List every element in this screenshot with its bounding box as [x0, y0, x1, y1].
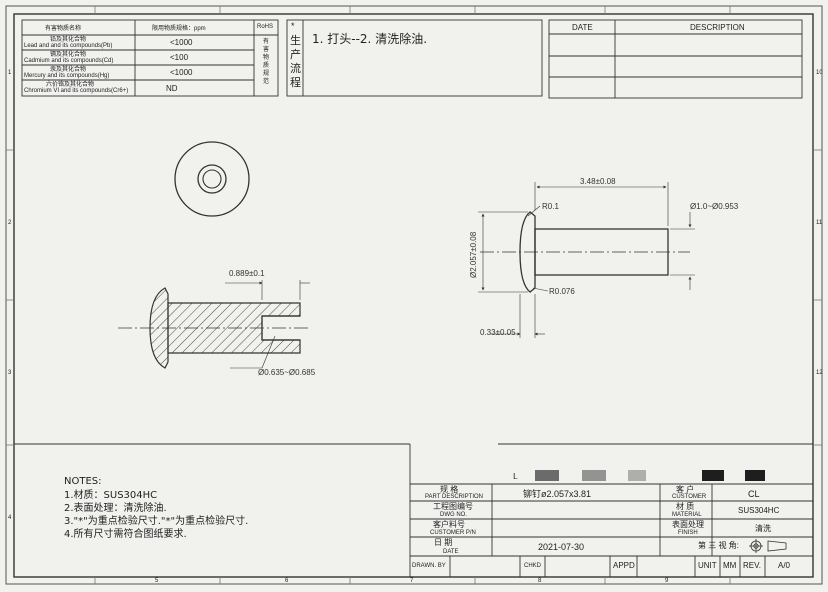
zone-mark-7: 7 — [410, 578, 414, 584]
dim-head-diameter: Ø2.057±0.08 — [469, 231, 478, 278]
projection-label: 第 三 视 角: — [698, 541, 739, 550]
rohs-header-rohs: RoHS — [257, 24, 274, 30]
rohs-row-2-limit: <100 — [170, 53, 189, 62]
notes-line-2: 2.表面处理：清洗除油. — [64, 503, 167, 514]
redacted-block-2 — [582, 470, 606, 481]
title-block-lines — [14, 443, 813, 577]
rohs-row-2-cn: 镉及其化合物 — [50, 52, 87, 58]
outer-border — [5, 5, 823, 585]
redacted-block-1 — [535, 470, 559, 481]
rohs-header-substance: 有害物质名称 — [45, 26, 82, 32]
customer-en: CUSTOMER — [672, 494, 707, 500]
zone-mark-4: 4 — [8, 515, 12, 521]
rohs-row-1-cn: 铅及其化合物 — [50, 37, 87, 43]
zone-mark-1: 1 — [8, 70, 12, 76]
finish-cn: 表面处理 — [672, 520, 704, 529]
approved-label: APPD — [613, 561, 635, 570]
top-view — [174, 141, 250, 217]
dim-fillet-radius: R0.076 — [549, 287, 575, 296]
rev-label: REV. — [743, 561, 761, 570]
unit-label: UNIT — [698, 561, 717, 570]
rohs-row-3-en: Mercury and its compounds(Hg) — [24, 73, 110, 79]
zone-mark-5: 5 — [155, 578, 159, 584]
rohs-row-4-en: Chromium VI and its compounds(Cr6+) — [24, 88, 129, 94]
dim-head-thickness: 0.33±0.05 — [480, 328, 516, 337]
rohs-row-3-limit: <1000 — [170, 68, 193, 77]
rohs-row-4-cn: 六价铬及其化合物 — [46, 82, 95, 88]
dwg-no-cn: 工程图编号 — [433, 502, 473, 511]
rohs-row-1-limit: <1000 — [170, 38, 193, 47]
process-text: 1. 打头--2. 清洗除油. — [312, 32, 428, 46]
redacted-block-4 — [702, 470, 724, 481]
zone-mark-3: 3 — [8, 370, 12, 376]
revision-date-header: DATE — [572, 23, 593, 32]
zone-mark-11: 11 — [816, 220, 823, 226]
rohs-table-lines — [21, 19, 279, 97]
redaction-mark: ᒪ — [513, 472, 518, 481]
revision-table-lines — [548, 19, 803, 99]
notes-title: NOTES: — [64, 476, 102, 487]
third-angle-projection-icon — [749, 539, 787, 553]
side-view — [478, 182, 695, 338]
dim-hole-diameter: Ø0.635~Ø0.685 — [258, 368, 316, 377]
redacted-block-3 — [628, 470, 646, 481]
material-en: MATERIAL — [672, 512, 702, 518]
customer-pn-cn: 客户料号 — [433, 520, 465, 529]
material-cn: 材 质 — [676, 502, 695, 511]
dwg-no-en: DWG NO. — [440, 512, 467, 518]
finish-value: 清洗 — [755, 524, 771, 533]
dim-length: 3.48±0.08 — [580, 177, 616, 186]
process-marker: * — [291, 21, 295, 31]
rohs-header-limit: 限用物质规格：ppm — [152, 26, 206, 32]
zone-ticks — [6, 6, 822, 584]
inner-border — [13, 13, 814, 578]
process-box-lines — [286, 19, 543, 97]
zone-mark-10: 10 — [816, 70, 823, 76]
section-view — [118, 280, 310, 369]
process-label: 生产流程 — [290, 34, 301, 89]
rev-value: A/0 — [778, 561, 791, 570]
zone-mark-8: 8 — [538, 578, 542, 584]
zone-mark-12: 12 — [816, 370, 823, 376]
dim-hole-depth: 0.889±0.1 — [229, 269, 265, 278]
revision-description-header: DESCRIPTION — [690, 23, 745, 32]
zone-mark-6: 6 — [285, 578, 289, 584]
dim-shank-diameter: Ø1.0~Ø0.953 — [690, 202, 739, 211]
customer-value: CL — [748, 489, 760, 499]
zone-mark-9: 9 — [665, 578, 669, 584]
notes-line-4: 4.所有尺寸需符合图纸要求. — [64, 529, 187, 540]
rohs-row-1-en: Lead and and its compounds(Pb) — [24, 43, 113, 49]
drawn-by-label: DRAWN. BY — [412, 563, 446, 569]
part-description-cn: 规 格 — [440, 485, 459, 494]
redacted-block-5 — [745, 470, 765, 481]
date-cn: 日 期 — [434, 538, 453, 547]
material-value: SUS304HC — [738, 506, 780, 515]
part-description-en: PART DESCRIPTION — [425, 494, 484, 500]
finish-en: FINISH — [678, 530, 698, 536]
rohs-status: 有害物质规范 — [263, 39, 270, 85]
dim-head-radius: R0.1 — [542, 202, 559, 211]
zone-mark-2: 2 — [8, 220, 12, 226]
rohs-row-2-en: Cadmium and its compounds(Cd) — [24, 58, 114, 64]
date-en: DATE — [443, 549, 459, 555]
customer-pn-en: CUSTOMER P/N — [430, 530, 476, 536]
date-value: 2021-07-30 — [538, 542, 585, 552]
notes-line-3: 3."*"为重点检验尺寸."*"为重点检验尺寸. — [64, 516, 249, 527]
checked-label: CHKD — [524, 563, 542, 569]
part-description-value: 铆钉ø2.057x3.81 — [523, 489, 592, 499]
rohs-row-3-cn: 汞及其化合物 — [50, 67, 87, 73]
unit-value: MM — [723, 561, 737, 570]
rohs-row-4-limit: ND — [166, 84, 178, 93]
customer-cn: 客 户 — [676, 485, 695, 494]
notes-line-1: 1.材质：SUS304HC — [64, 490, 158, 501]
